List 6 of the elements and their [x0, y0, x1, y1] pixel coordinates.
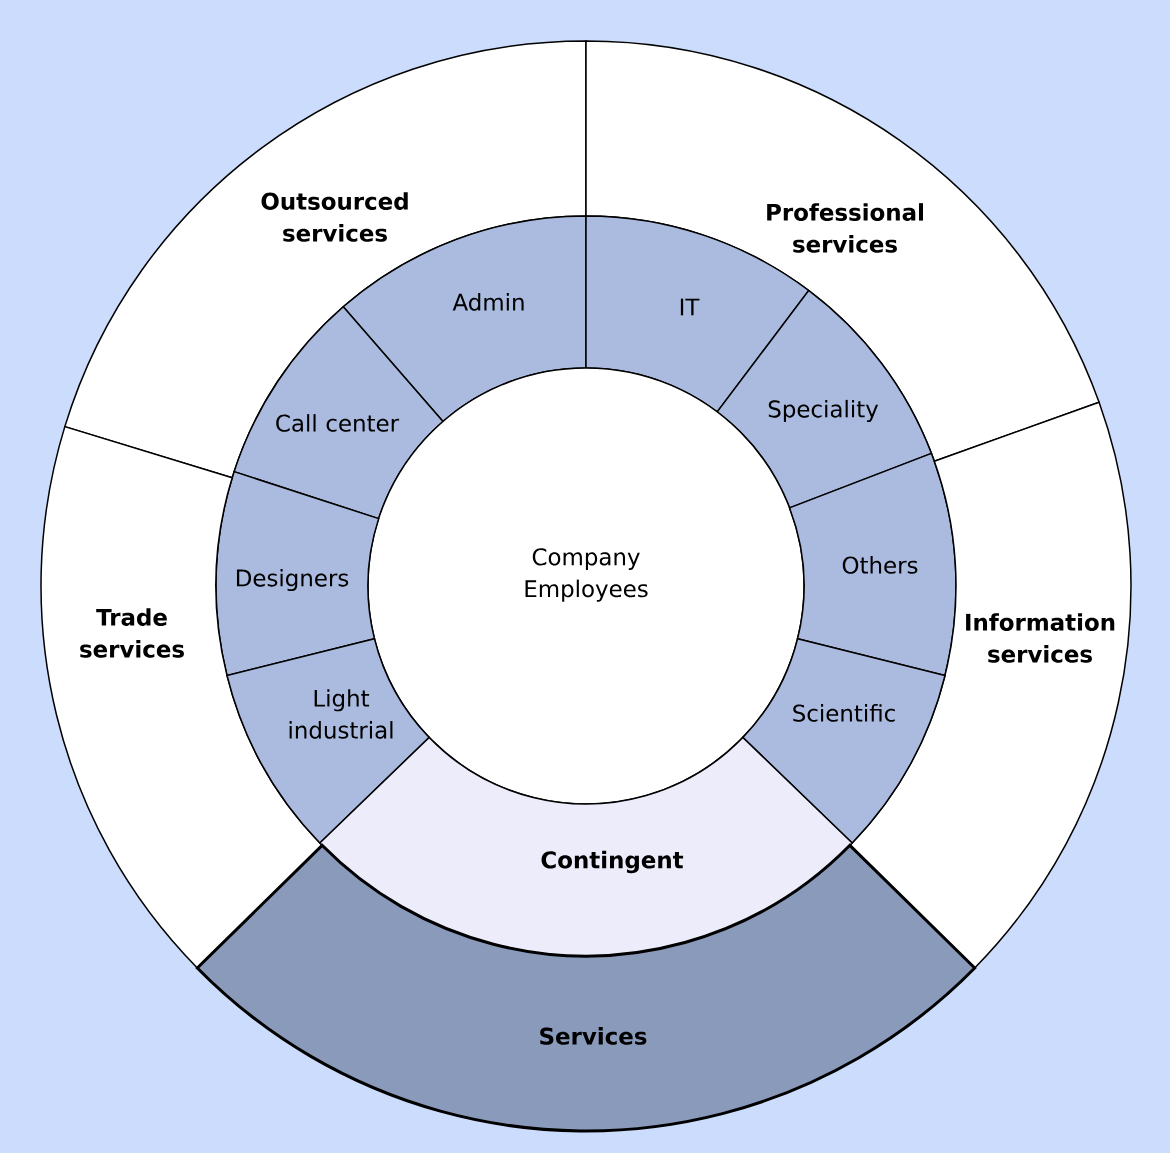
ring-segment: Designers: [215, 470, 380, 677]
ring-segment: Light industrial: [226, 637, 430, 844]
ring-segment: Scientific: [742, 637, 946, 844]
ring-segment: Others: [788, 452, 957, 677]
ring-segment: Call center: [233, 306, 444, 520]
ring-segment: Speciality: [716, 289, 933, 509]
